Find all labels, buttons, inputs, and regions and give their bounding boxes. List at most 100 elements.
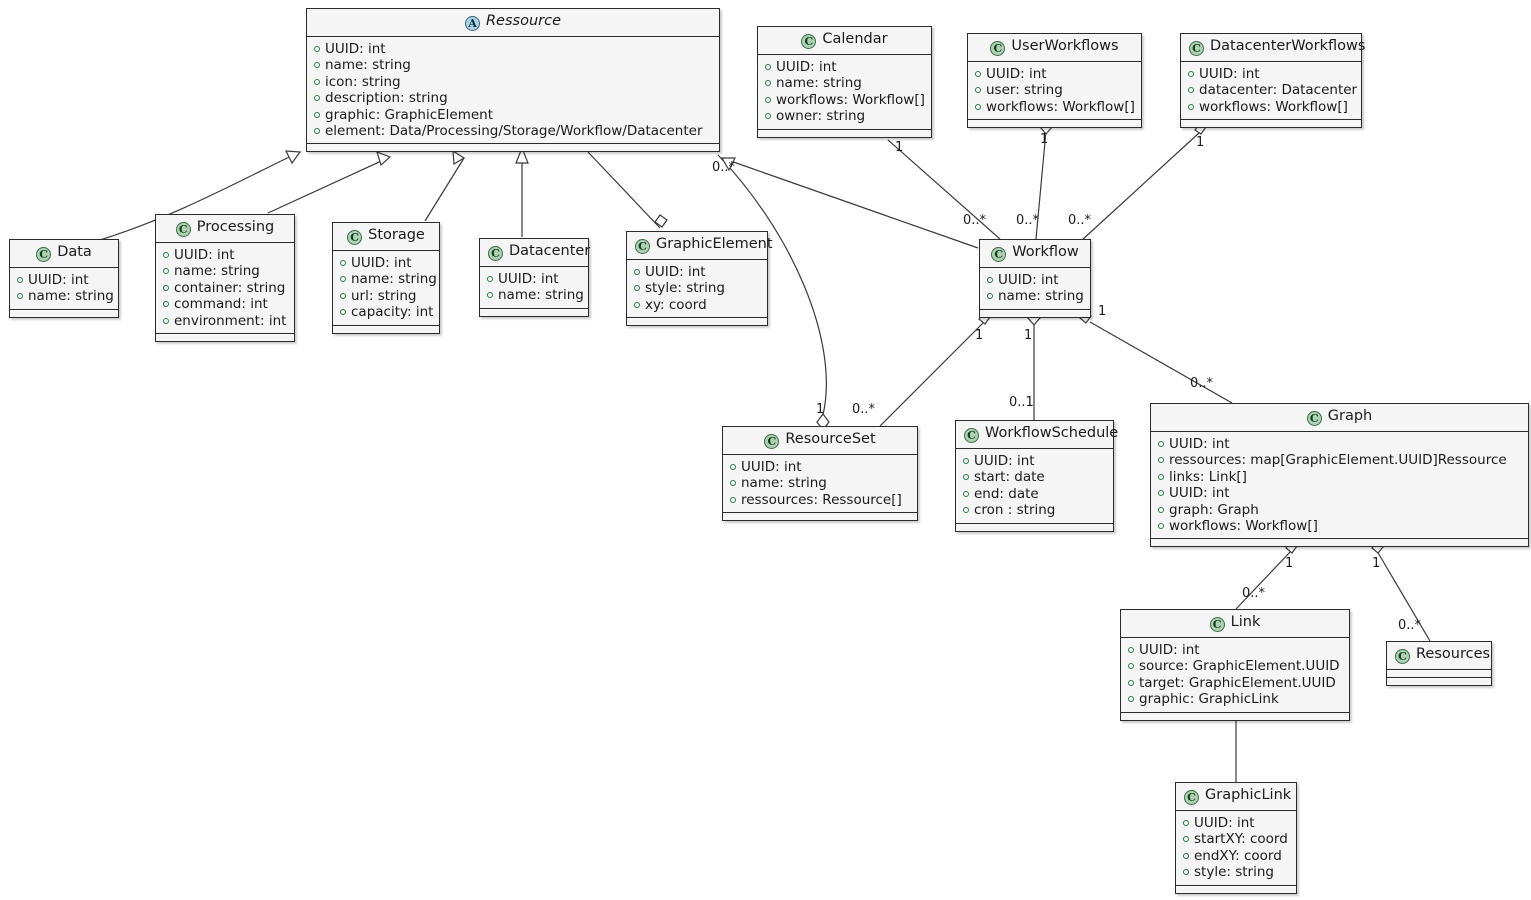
class-header-storage: C Storage [333,223,439,251]
attribute-label: ressources: map[GraphicElement.UUID]Ress… [1169,452,1507,469]
public-visibility-icon [314,46,320,52]
class-name-workflowschedule: WorkflowSchedule [985,425,1119,441]
public-visibility-icon [1183,852,1189,859]
edge-datacenterworkflows-workflow [1081,132,1200,241]
public-visibility-icon [1188,71,1194,77]
public-visibility-icon [163,252,169,258]
public-visibility-icon [340,276,346,283]
attribute-row: startXY: coord [1183,831,1290,847]
class-icon: C [488,246,503,261]
attribute-row: UUID: int [1158,485,1522,501]
attribute-label: UUID: int [1139,642,1200,658]
class-name-storage: Storage [368,227,425,243]
public-visibility-icon [730,464,736,470]
multiplicity-label: 0..* [852,402,876,417]
attribute-row: UUID: int [17,272,112,288]
class-icon: C [347,230,363,245]
attribute-label: UUID: int [28,272,89,288]
class-methods-graphicelement [627,318,767,325]
public-visibility-icon [163,301,169,308]
public-visibility-icon [487,276,493,282]
class-name-datacenter: Datacenter [509,243,591,259]
multiplicity-label: 0..* [1016,213,1040,228]
attribute-row: user: string [975,82,1135,98]
attribute-label: description: string [325,90,448,107]
multiplicity-label: 1 [1024,328,1033,343]
attribute-row: UUID: int [1188,66,1355,82]
public-visibility-icon [163,268,169,275]
attribute-label: element: Data/Processing/Storage/Workflo… [325,123,703,140]
attribute-label: UUID: int [645,264,706,280]
public-visibility-icon [987,293,993,300]
attribute-row: UUID: int [1128,642,1343,658]
multiplicity-label: 1 [1196,135,1205,150]
edge-storage-ressource [424,157,465,222]
attribute-label: UUID: int [986,66,1047,82]
attribute-row: endXY: coord [1183,848,1290,864]
edge-processing-ressource [267,156,391,214]
multiplicity-label: 0..* [963,213,987,228]
class-name-resourceset: ResourceSet [785,431,876,447]
attribute-label: end: date [974,485,1039,502]
attribute-row: target: GraphicElement.UUID [1128,675,1343,691]
public-visibility-icon [634,269,640,275]
attribute-row: ressources: Ressource[] [730,492,911,508]
public-visibility-icon [1183,820,1189,826]
attribute-label: icon: string [325,73,401,90]
attribute-label: UUID: int [498,271,559,287]
attribute-row: graphic: GraphicElement [314,107,713,123]
attribute-label: workflows: Workflow[] [776,91,925,108]
attribute-row: style: string [634,280,761,296]
class-icon: C [764,434,780,449]
attribute-row: UUID: int [765,59,925,75]
public-visibility-icon [17,293,23,300]
public-visibility-icon [340,292,346,299]
attribute-row: url: string [340,288,433,304]
attribute-label: UUID: int [1199,66,1260,82]
attribute-label: style: string [645,280,725,297]
class-methods-data [10,310,118,317]
attribute-row: UUID: int [340,255,433,271]
class-name-resources: Resources [1416,646,1491,662]
public-visibility-icon [1183,869,1189,876]
class-name-link: Link [1230,614,1261,630]
public-visibility-icon [1158,457,1164,464]
generalization-arrow-processing [376,150,392,167]
class-methods-resources [1387,678,1491,685]
attribute-row: name: string [730,475,911,491]
public-visibility-icon [963,490,969,497]
public-visibility-icon [314,78,320,85]
attribute-label: workflows: Workflow[] [1199,98,1348,115]
attribute-row: start: date [963,469,1107,485]
public-visibility-icon [975,71,981,77]
public-visibility-icon [17,277,23,283]
attribute-label: UUID: int [351,255,412,271]
attribute-label: cron : string [974,502,1056,519]
multiplicity-label: 0..1 [1009,395,1034,410]
public-visibility-icon [314,95,320,102]
